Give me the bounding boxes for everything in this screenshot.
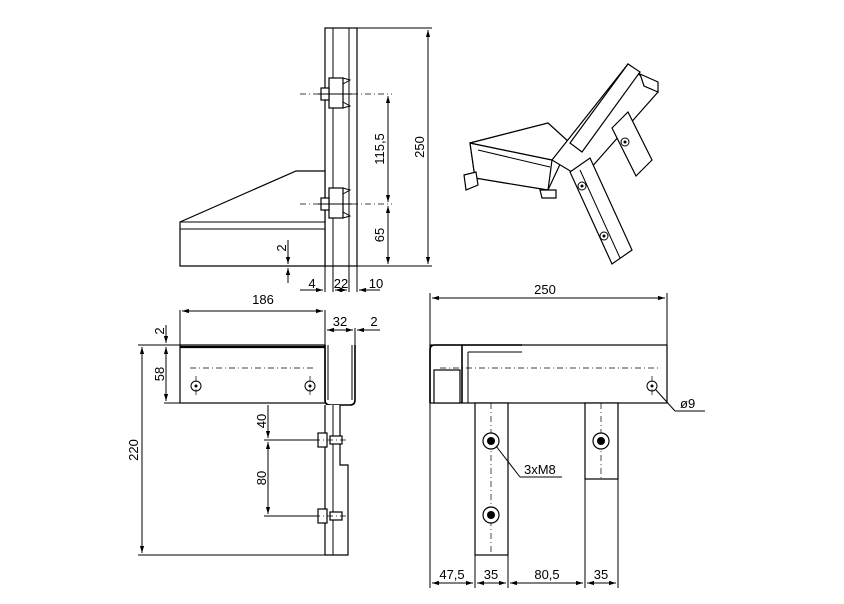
front-sloped-foot [179,170,326,267]
dim-top-length: 250 [534,282,556,297]
isometric-view [463,63,659,265]
dim-front-width-c: 10 [369,276,383,291]
lower-clamp-icon [318,187,352,219]
dim-top-pos-2: 35 [484,567,498,582]
dim-front-upper-spacing: 115,5 [372,133,387,165]
dim-front-base-thickness: 2 [274,244,289,251]
dim-side-section-height: 58 [152,367,167,381]
top-bolt-2-icon [482,506,500,524]
top-view: 250 ø9 3xM8 47,5 35 80,5 35 [429,282,705,588]
dim-top-bolt-callout: 3xM8 [524,462,556,477]
dim-front-height: 250 [412,136,427,158]
dim-side-hole-spacing-b: 80 [254,471,269,485]
top-left-leg [474,402,509,556]
front-view: 250 115,5 65 2 4 22 10 [179,27,432,293]
front-vertical-plate [324,27,358,267]
dim-front-width-a: 4 [308,276,315,291]
dim-side-hole-spacing-a: 40 [254,414,269,428]
side-view: 186 32 2 2 58 220 40 80 [126,292,380,556]
dim-side-thickness-top: 2 [152,327,167,334]
side-vertical-post [324,405,349,556]
dim-top-pos-3: 80,5 [534,567,559,582]
dim-front-width-b: 22 [334,276,348,291]
dim-side-total-height: 220 [126,439,141,461]
dim-top-hole-diameter: ø9 [680,396,695,411]
iso-side-bracket [611,110,653,178]
top-bolt-3-icon [592,432,610,450]
iso-lower-arm [569,157,633,265]
top-bolt-1-icon [482,432,500,450]
dim-side-flange: 32 [333,314,347,329]
side-bolt-upper-icon [314,432,346,448]
dim-side-length: 186 [252,292,274,307]
dim-side-thickness-right: 2 [370,314,377,329]
dim-front-lower-spacing: 65 [372,228,387,242]
top-main-bar [429,344,668,404]
dim-top-pos-4: 35 [594,567,608,582]
side-u-channel [324,345,356,406]
side-horizontal-bar [179,344,326,404]
dim-top-pos-1: 47,5 [439,567,464,582]
